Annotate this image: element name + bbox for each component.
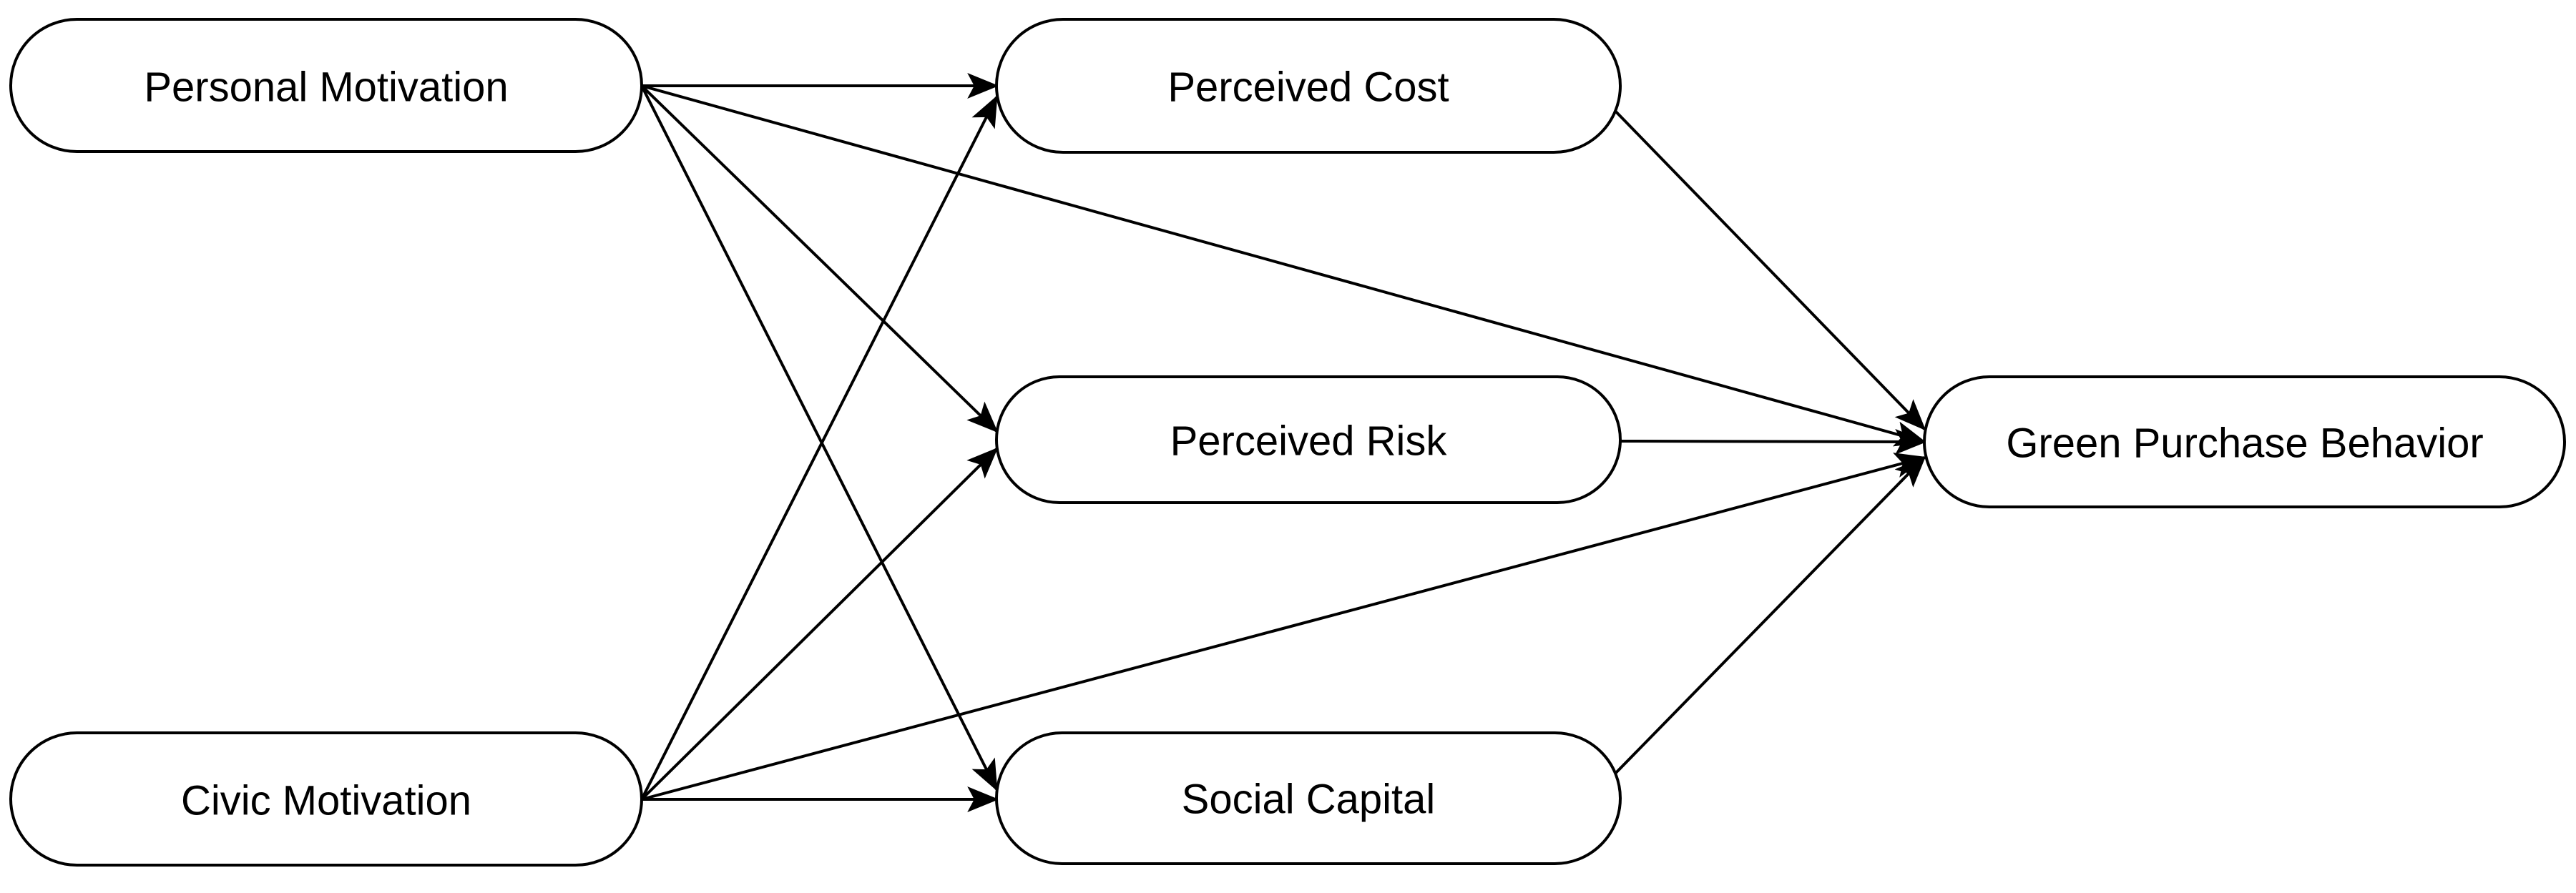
edge-pc-to-gpb xyxy=(1608,104,1926,431)
edges-layer xyxy=(640,73,1927,812)
node-perceived-cost[interactable]: Perceived Cost xyxy=(995,18,1622,154)
node-label-perceived-cost: Perceived Cost xyxy=(1167,64,1449,111)
edge-pr-to-gpb xyxy=(1620,428,1927,455)
node-perceived-risk[interactable]: Perceived Risk xyxy=(995,375,1622,504)
node-label-perceived-risk: Perceived Risk xyxy=(1170,418,1448,465)
edge-pm-to-pr xyxy=(640,84,999,433)
node-shape-green-purchase-behavior xyxy=(1923,375,2566,508)
edge-pm-to-gpb xyxy=(641,84,1927,447)
edge-cm-to-pc xyxy=(640,95,998,800)
node-civic-motivation[interactable]: Civic Motivation xyxy=(9,731,643,867)
node-green-purchase-behavior[interactable]: Green Purchase Behavior xyxy=(1923,375,2566,508)
node-personal-motivation[interactable]: Personal Motivation xyxy=(9,18,643,153)
node-label-social-capital: Social Capital xyxy=(1182,776,1436,823)
edge-cm-to-pr xyxy=(640,447,999,801)
node-shape-perceived-risk xyxy=(995,375,1622,504)
node-social-capital[interactable]: Social Capital xyxy=(995,731,1622,865)
edge-pm-to-sc xyxy=(640,85,998,791)
node-shape-civic-motivation xyxy=(9,731,643,867)
node-label-personal-motivation: Personal Motivation xyxy=(144,64,508,111)
node-shape-social-capital xyxy=(995,731,1622,865)
edge-sc-to-gpb xyxy=(1608,455,1926,781)
node-shape-perceived-cost xyxy=(995,18,1622,154)
edge-cm-to-gpb xyxy=(641,453,1927,801)
node-label-civic-motivation: Civic Motivation xyxy=(181,778,471,824)
node-shape-personal-motivation xyxy=(9,18,643,153)
node-label-green-purchase-behavior: Green Purchase Behavior xyxy=(2006,420,2483,467)
